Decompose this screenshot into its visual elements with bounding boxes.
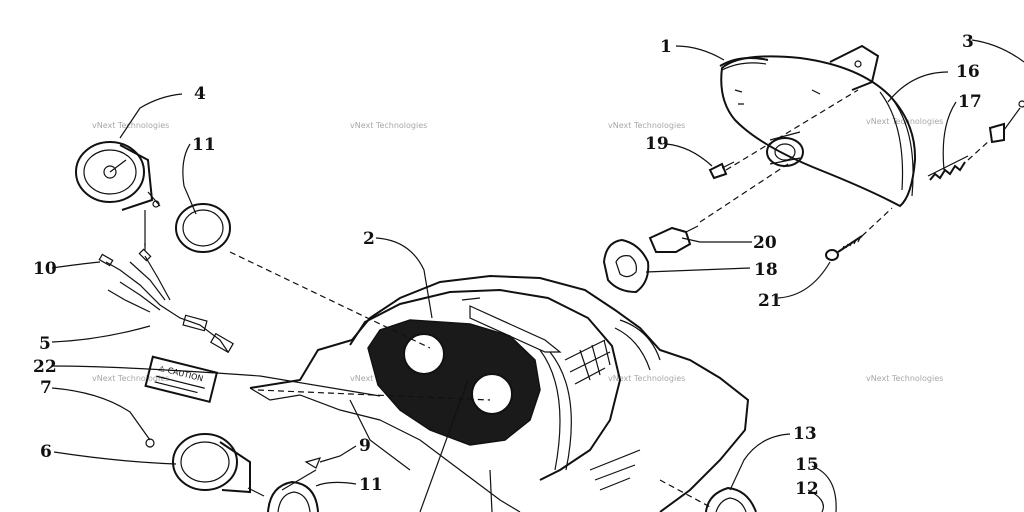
bezel-ring	[175, 203, 231, 253]
callout-5: 5	[39, 334, 51, 354]
mounting-screw	[825, 235, 863, 261]
callout-3: 3	[962, 32, 974, 52]
adjust-screw	[988, 100, 1024, 144]
adjust-spring	[927, 155, 969, 181]
callout-18: 18	[754, 260, 778, 280]
callout-7: 7	[40, 378, 52, 398]
watermark: vNext Technologies	[608, 121, 685, 130]
callout-6: 6	[40, 442, 52, 462]
watermark: vNext Technologies	[350, 121, 427, 130]
cowl-body	[249, 274, 750, 512]
callout-22: 22	[33, 357, 57, 377]
headlight-housing	[720, 44, 917, 208]
callout-4: 4	[194, 84, 206, 104]
callout-16: 16	[956, 62, 980, 82]
callout-1: 1	[660, 37, 672, 57]
bulb-retainer	[602, 238, 650, 294]
lower-gauge	[705, 486, 757, 512]
callout-19: 19	[645, 134, 669, 154]
headlight-bulb	[648, 225, 699, 253]
tachometer-gauge	[145, 433, 322, 497]
callout-17: 17	[958, 92, 982, 112]
callout-11-lower: 11	[359, 475, 383, 495]
callout-15: 15	[795, 455, 819, 475]
callout-10: 10	[33, 259, 57, 279]
callout-9: 9	[359, 436, 371, 456]
callout-12: 12	[795, 479, 819, 499]
rim-clip	[719, 57, 769, 71]
callout-2: 2	[363, 229, 375, 249]
callout-20: 20	[753, 233, 777, 253]
callout-11-upper: 11	[192, 135, 216, 155]
watermark: vNext Technologies	[92, 374, 169, 383]
watermark: vNext Technologies	[866, 374, 943, 383]
watermark: vNext Technologies	[92, 121, 169, 130]
callout-numbers: 1 2 3 4 5 6 7 9 10 11 11 12 13 15 16 17 …	[33, 32, 982, 499]
bezel-ring-lower	[267, 480, 319, 512]
callout-13: 13	[793, 424, 817, 444]
callout-21: 21	[758, 291, 782, 311]
speedometer-gauge	[75, 141, 161, 211]
retaining-screw	[708, 161, 735, 180]
watermark: vNext Technologies	[608, 374, 685, 383]
leader-lines	[51, 39, 1024, 512]
wiring-harness	[98, 243, 234, 354]
